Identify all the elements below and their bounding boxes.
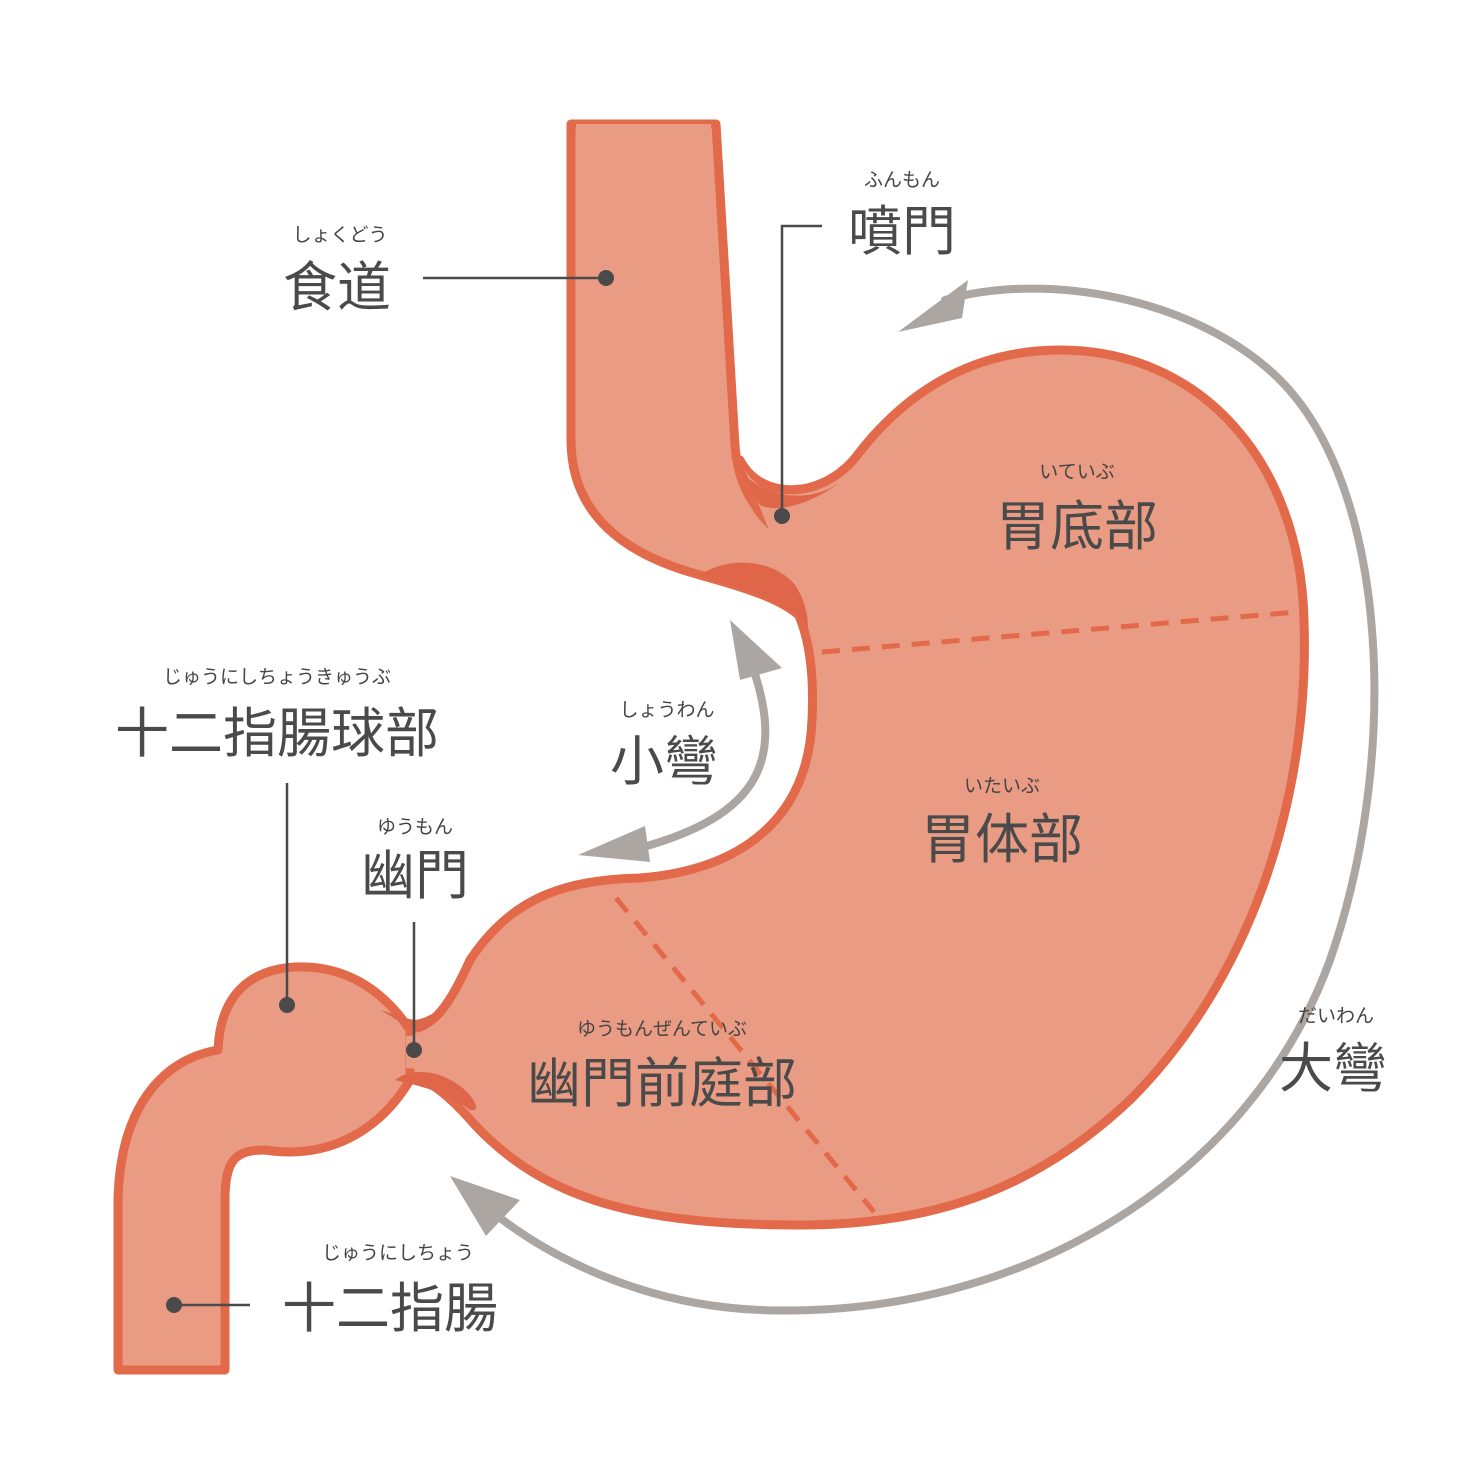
- label-pylorus: ゆうもん 幽門: [361, 816, 469, 907]
- lesser-curvature-arrow: [578, 620, 782, 862]
- label-duodenum: じゅうにしちょう 十二指腸: [282, 1242, 498, 1340]
- duodenal-bulb-term: 十二指腸球部: [115, 702, 439, 765]
- greater-curvature-arrowhead-bottom: [450, 1176, 520, 1236]
- duodenum-dot: [166, 1297, 182, 1313]
- antrum-ruby: ゆうもんぜんていぶ: [577, 1018, 747, 1040]
- greater-curvature-arrowhead-top: [898, 280, 968, 332]
- label-cardia: ふんもん 噴門: [848, 169, 956, 263]
- lesser-curvature-arrowhead-bottom: [578, 826, 650, 862]
- esophagus-inner: [576, 124, 850, 622]
- label-esophagus: しょくどう 食道: [283, 224, 391, 319]
- esophagus-dot: [598, 270, 614, 286]
- greater-curvature-ruby: だいわん: [1298, 1005, 1374, 1027]
- label-antrum: ゆうもんぜんていぶ 幽門前庭部: [527, 1018, 797, 1115]
- duodenal-bulb-dot: [279, 997, 295, 1013]
- duodenal-bulb-ruby: じゅうにしちょうきゅうぶ: [163, 666, 391, 688]
- greater-curvature-term: 大彎: [1279, 1037, 1387, 1100]
- label-fundus: いていぶ 胃底部: [996, 461, 1158, 558]
- fundus-ruby: いていぶ: [1039, 461, 1114, 483]
- cardia-term: 噴門: [848, 200, 956, 263]
- body-term: 胃体部: [921, 808, 1083, 871]
- pylorus-term: 幽門: [361, 844, 469, 907]
- cardia-dot: [774, 508, 790, 524]
- duodenum-inner: [124, 972, 404, 1365]
- cardia-lower-sphincter: [700, 562, 808, 628]
- lesser-curvature-term: 小彎: [610, 730, 718, 793]
- lesser-curvature-arrowhead-top: [730, 620, 782, 680]
- label-duodenal-bulb: じゅうにしちょうきゅうぶ 十二指腸球部: [115, 666, 439, 765]
- cardia-ruby: ふんもん: [864, 169, 940, 191]
- fundus-body-divider: [821, 609, 1298, 655]
- pylorus-lower-sphincter: [395, 1071, 477, 1111]
- esophagus-ruby: しょくどう: [292, 224, 387, 246]
- pylorus-upper-sphincter: [380, 982, 462, 1032]
- esophagus-term: 食道: [283, 256, 391, 319]
- pylorus-dot: [406, 1042, 422, 1058]
- fundus-term: 胃底部: [996, 495, 1158, 558]
- duodenum-term: 十二指腸: [282, 1277, 498, 1340]
- label-body: いたいぶ 胃体部: [921, 775, 1083, 871]
- duodenum-ruby: じゅうにしちょう: [322, 1242, 474, 1264]
- body-ruby: いたいぶ: [964, 775, 1040, 797]
- leaders: [166, 224, 822, 1313]
- lesser-curvature-ruby: しょうわん: [619, 699, 714, 721]
- cardia-leader: [780, 224, 822, 516]
- stomach-organ: [113, 119, 1309, 1375]
- antrum-term: 幽門前庭部: [527, 1052, 797, 1115]
- stomach-inner: [406, 356, 1299, 1218]
- pylorus-ruby: ゆうもん: [377, 816, 453, 838]
- label-lesser-curvature: しょうわん 小彎: [610, 699, 718, 793]
- cardia-sphincter: [740, 470, 845, 509]
- label-greater-curvature: だいわん 大彎: [1279, 1005, 1387, 1100]
- body-antrum-divider: [614, 896, 876, 1214]
- greater-curvature-arrow: [450, 280, 1379, 1315]
